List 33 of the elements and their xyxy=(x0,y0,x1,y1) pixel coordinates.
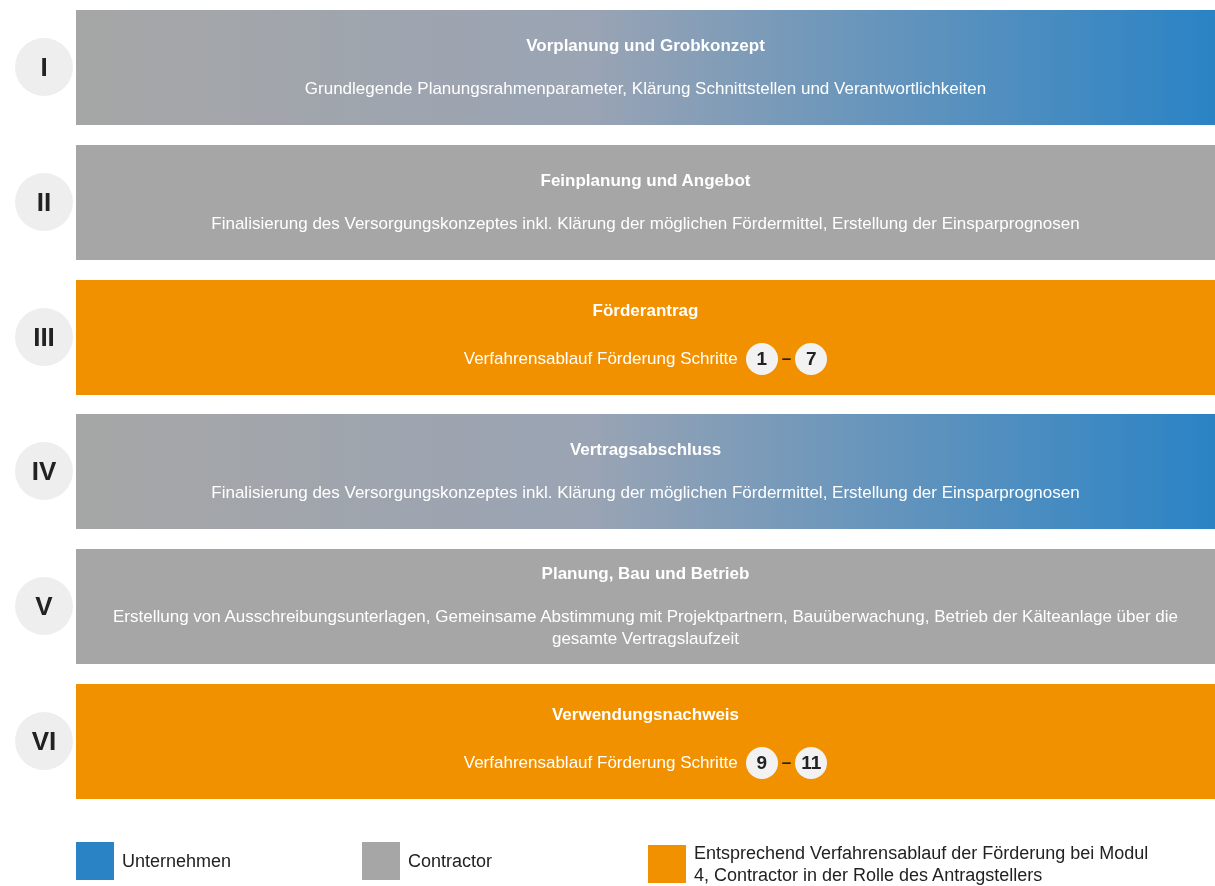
phase-band xyxy=(76,414,1215,529)
phase-number-circle: III xyxy=(15,308,73,366)
phase-number-circle: II xyxy=(15,173,73,231)
step-number-circle: 11 xyxy=(795,746,828,779)
phase-heading: Förderantrag xyxy=(592,300,699,321)
phase-number-circle: IV xyxy=(15,442,73,500)
phase-heading: Verwendungsnachweis xyxy=(551,704,740,725)
phase-heading: Vertragsabschluss xyxy=(569,439,722,460)
phase-band xyxy=(76,684,1215,799)
phase-number-circle: I xyxy=(15,38,73,96)
phase-description: Finalisierung des Versorgungskonzeptes inkl. Klärung der möglichen Fördermittel, Erstellung der Einsparprognosen xyxy=(211,212,1080,235)
step-number-circle: 7 xyxy=(795,342,828,375)
phase-band xyxy=(76,280,1215,395)
phase-heading: Vorplanung und Grobkonzept xyxy=(526,35,765,56)
legend-label: Contractor xyxy=(408,850,493,872)
step-number-circle: 1 xyxy=(745,342,778,375)
phase-description: Grundlegende Planungsrahmenparameter, Klärung Schnittstellen und Verantwortlichkeiten xyxy=(304,77,987,100)
phase-band xyxy=(76,10,1215,125)
phase-heading: Planung, Bau und Betrieb xyxy=(541,563,750,584)
step-number-circle: 9 xyxy=(745,746,778,779)
phase-heading: Feinplanung und Angebot xyxy=(540,170,751,191)
phase-description: Finalisierung des Versorgungskonzeptes inkl. Klärung der möglichen Fördermittel, Erstellung der Einsparprognosen xyxy=(211,481,1080,504)
legend-label: Entsprechend Verfahrensablauf der Förderung bei Modul 4, Contractor in der Rolle des Antragstellers xyxy=(694,842,1150,886)
phase-description: Erstellung von Ausschreibungsunterlagen, Gemeinsame Abstimmung mit Projektpartnern, Bauüberwachung, Betrieb der Kälteanlage über die gesamte Vertragslaufzeit xyxy=(112,605,1179,650)
phase-number-circle: VI xyxy=(15,712,73,770)
phase-band xyxy=(76,549,1215,664)
phase-band xyxy=(76,145,1215,260)
phase-number-circle: V xyxy=(15,577,73,635)
dash-separator: – xyxy=(781,752,792,773)
phase-description: Verfahrensablauf Förderung Schritte xyxy=(463,751,738,774)
phase-description: Verfahrensablauf Förderung Schritte xyxy=(463,347,738,370)
legend-label: Unternehmen xyxy=(122,850,232,872)
dash-separator: – xyxy=(781,348,792,369)
